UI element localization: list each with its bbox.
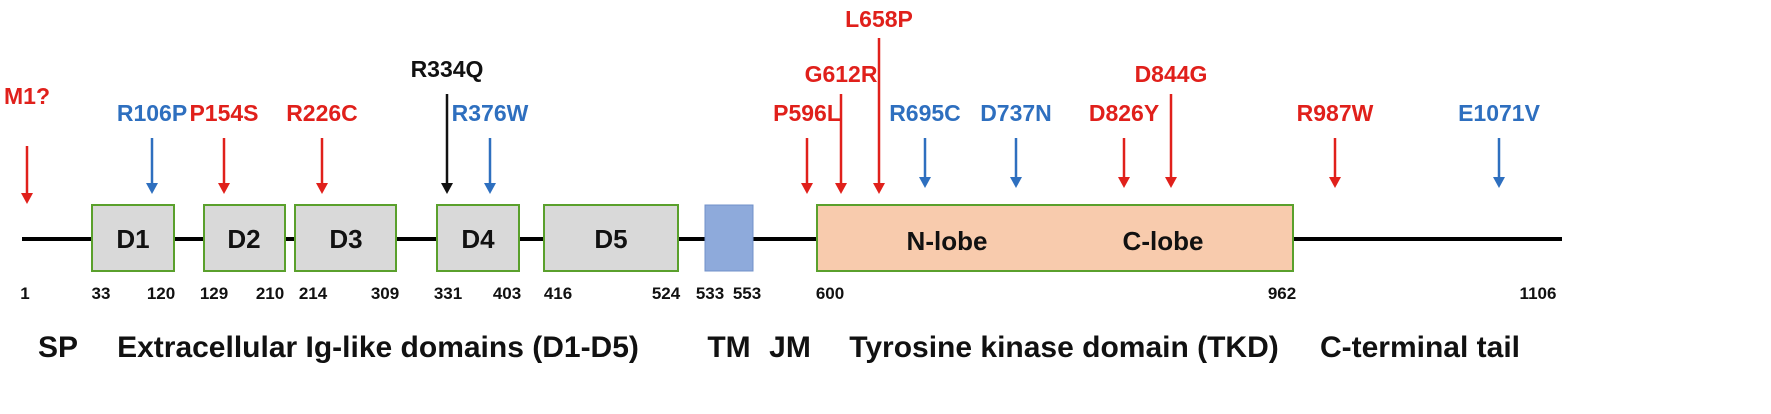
domain-tkd-box: [816, 204, 1294, 272]
domain-tm-box: [704, 204, 754, 272]
domain-d5-label: D5: [594, 224, 627, 254]
mutation-arrow-head: [1118, 177, 1130, 188]
region-label-jm: JM: [769, 331, 811, 364]
mutation-label: G612R: [805, 61, 878, 87]
mutation-label: D737N: [980, 100, 1052, 126]
position-label: 1106: [1520, 284, 1557, 303]
domain-d1-box: [91, 204, 175, 272]
mutation-arrow-head: [801, 183, 813, 194]
mutation-label: R695C: [889, 100, 961, 126]
mutation-label: R376W: [452, 100, 529, 126]
tkd-n-lobe-label: N-lobe: [907, 226, 988, 256]
mutation-arrow-head: [218, 183, 230, 194]
mutation-arrow-head: [146, 183, 158, 194]
region-label-extracellular: Extracellular Ig-like domains (D1-D5): [117, 331, 639, 364]
position-label: 214: [299, 284, 328, 303]
position-label: 962: [1268, 284, 1296, 303]
position-label: 416: [544, 284, 572, 303]
mutation-label: R226C: [286, 100, 358, 126]
mutation-label: P596L: [773, 100, 841, 126]
position-label: 403: [493, 284, 521, 303]
region-label-sp: SP: [38, 331, 78, 364]
position-label: 553: [733, 284, 761, 303]
mutation-label: D826Y: [1089, 100, 1159, 126]
position-label: 309: [371, 284, 399, 303]
mutation-arrow-head: [873, 183, 885, 194]
domain-d4-label: D4: [461, 224, 495, 254]
mutation-arrow-head: [21, 193, 33, 204]
mutation-arrow-head: [316, 183, 328, 194]
mutation-arrow-head: [1165, 177, 1177, 188]
mutation-label: M1?: [4, 83, 50, 109]
mutation-label: L658P: [845, 6, 913, 32]
position-label: 1: [20, 284, 29, 303]
domain-d4-box: [436, 204, 520, 272]
domain-d2-box: [203, 204, 286, 272]
mutation-arrow-head: [1010, 177, 1022, 188]
mutation-label: D844G: [1135, 61, 1208, 87]
domain-d3-label: D3: [329, 224, 362, 254]
mutation-arrow-head: [1493, 177, 1505, 188]
position-label: 129: [200, 284, 228, 303]
region-label-tkd: Tyrosine kinase domain (TKD): [849, 331, 1279, 364]
mutation-arrow-head: [1329, 177, 1341, 188]
domain-d1-label: D1: [116, 224, 149, 254]
mutation-arrow-head: [835, 183, 847, 194]
position-label: 210: [256, 284, 284, 303]
region-label-c-terminal: C-terminal tail: [1320, 331, 1520, 364]
region-label-tm: TM: [707, 331, 750, 364]
position-label: 524: [652, 284, 681, 303]
mutation-label: P154S: [189, 100, 258, 126]
mutation-arrow-head: [441, 183, 453, 194]
mutation-arrow-head: [484, 183, 496, 194]
position-label: 120: [147, 284, 175, 303]
position-label: 33: [92, 284, 111, 303]
mutation-label: E1071V: [1458, 100, 1541, 126]
position-label: 533: [696, 284, 724, 303]
domain-d3-box: [294, 204, 397, 272]
position-label: 600: [816, 284, 844, 303]
domain-d2-label: D2: [227, 224, 260, 254]
position-label: 331: [434, 284, 462, 303]
mutation-label: R106P: [117, 100, 187, 126]
mutation-arrow-head: [919, 177, 931, 188]
tkd-c-lobe-label: C-lobe: [1123, 226, 1204, 256]
mutation-label: R987W: [1297, 100, 1374, 126]
domain-d5-box: [543, 204, 679, 272]
mutation-label: R334Q: [411, 56, 484, 82]
